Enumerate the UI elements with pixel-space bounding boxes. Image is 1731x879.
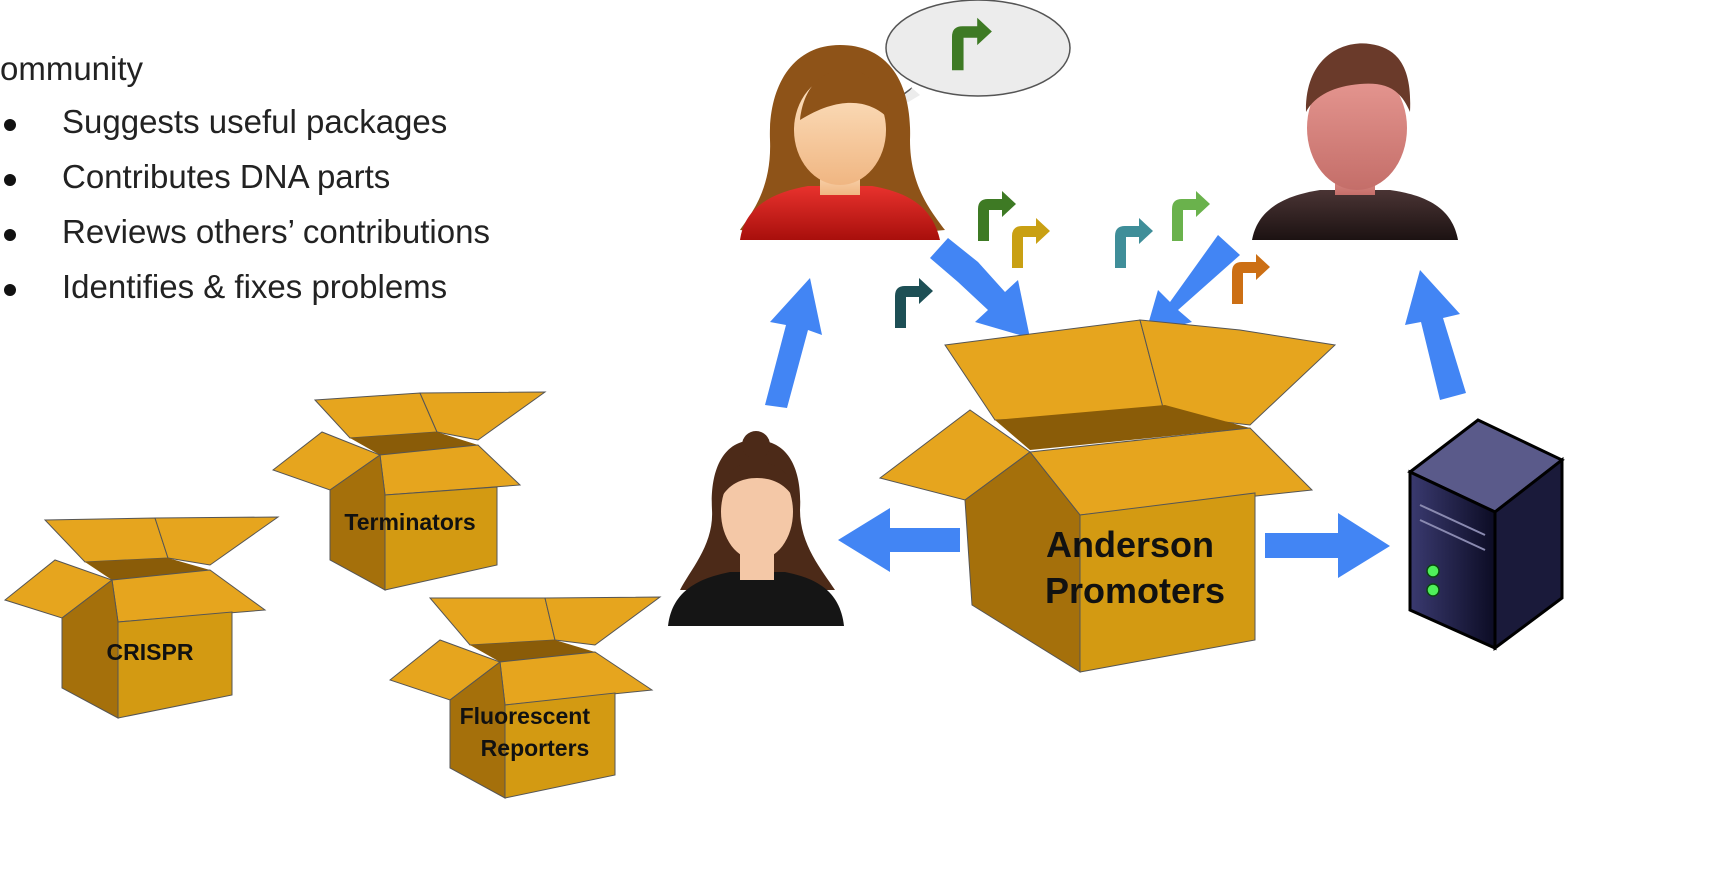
bullet-dot	[4, 174, 16, 186]
man-avatar-icon	[1252, 43, 1458, 240]
list-item-text: Reviews others’ contributions	[62, 213, 490, 250]
promoter-arrow-icon	[1115, 218, 1153, 268]
list-item-text: Identifies & fixes problems	[62, 268, 448, 305]
bullet-dot	[4, 284, 16, 296]
flow-arrow	[1405, 270, 1466, 400]
woman-dark-avatar-icon	[668, 431, 844, 626]
box-icon	[271, 391, 547, 591]
community-heading: ommunity	[0, 50, 144, 87]
box-icon	[388, 596, 662, 799]
box-label: CRISPR	[107, 639, 194, 665]
flow-arrow	[1145, 235, 1240, 335]
promoter-arrow-icon	[895, 278, 933, 328]
list-item-text: Contributes DNA parts	[62, 158, 391, 195]
woman-avatar-icon	[740, 45, 945, 240]
bullet-dot	[4, 119, 16, 131]
promoter-arrow-icon	[1232, 254, 1270, 304]
box-label: Fluorescent Reporters	[460, 703, 597, 761]
flow-arrow	[1265, 513, 1390, 578]
flow-arrow	[930, 238, 1030, 338]
promoter-arrow-icon	[1172, 191, 1210, 241]
flow-arrow	[765, 278, 822, 408]
promoter-arrow-icon	[1012, 218, 1050, 268]
flow-arrow	[838, 508, 960, 572]
bullet-dot	[4, 229, 16, 241]
box-label: Terminators	[344, 509, 475, 535]
server-icon	[1407, 418, 1565, 651]
box-icon	[878, 319, 1337, 673]
list-item-text: Suggests useful packages	[62, 103, 448, 140]
box-icon	[3, 516, 280, 719]
box-label: Anderson Promoters	[1045, 524, 1225, 611]
promoter-arrow-icon	[978, 191, 1016, 241]
